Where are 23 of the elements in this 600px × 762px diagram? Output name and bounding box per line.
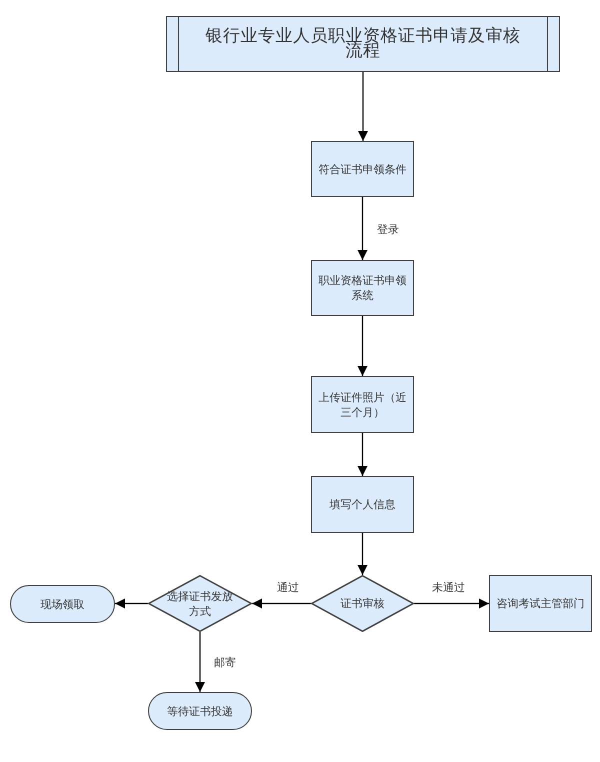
arrow	[358, 72, 368, 141]
process-box: 上传证件照片（近三个月）	[311, 376, 414, 433]
edge-label: 通过	[275, 580, 301, 595]
arrow	[358, 533, 368, 575]
process-box: 咨询考试主管部门	[489, 575, 592, 632]
decision-diamond: 证书审核	[311, 575, 414, 632]
terminal-box: 现场领取	[10, 585, 115, 623]
arrow	[358, 316, 368, 376]
arrow	[252, 598, 311, 608]
edge-label: 登录	[375, 222, 401, 237]
terminal-box: 等待证书投递	[148, 692, 252, 730]
arrow	[358, 433, 368, 476]
arrow	[358, 197, 368, 260]
title-box: 银行业专业人员职业资格证书申请及审核流程	[166, 16, 560, 72]
process-box: 符合证书申领条件	[311, 141, 414, 197]
arrow	[414, 598, 489, 608]
decision-diamond: 选择证书发放方式	[148, 575, 252, 632]
edge-label: 未通过	[430, 580, 467, 595]
process-box: 填写个人信息	[311, 476, 414, 533]
edge-label: 邮寄	[212, 655, 238, 670]
process-box: 职业资格证书申领系统	[311, 260, 414, 316]
arrow	[115, 598, 148, 608]
arrow	[195, 632, 205, 692]
